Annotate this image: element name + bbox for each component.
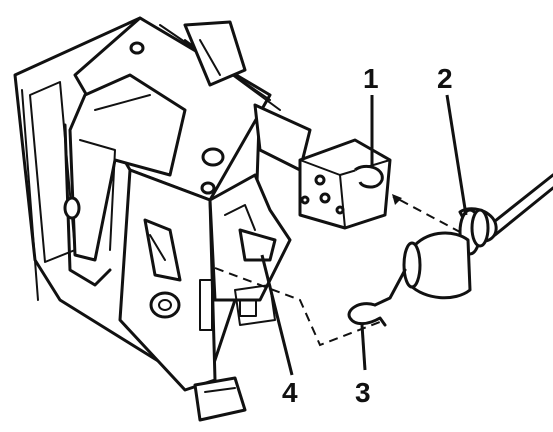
leader-4: [260, 254, 294, 376]
cable-hook: [347, 268, 407, 327]
callout-4: 4: [282, 377, 298, 408]
callout-2: 2: [437, 63, 453, 94]
callout-leaders: [260, 94, 468, 376]
leader-3: [360, 324, 367, 371]
leader-2: [445, 94, 468, 216]
clip-retainer: [298, 138, 392, 230]
cable-sleeve: [402, 173, 553, 300]
alignment-lines: [214, 194, 461, 347]
callout-1: 1: [363, 63, 379, 94]
latch-housing: [13, 16, 312, 422]
callout-3: 3: [355, 377, 371, 408]
